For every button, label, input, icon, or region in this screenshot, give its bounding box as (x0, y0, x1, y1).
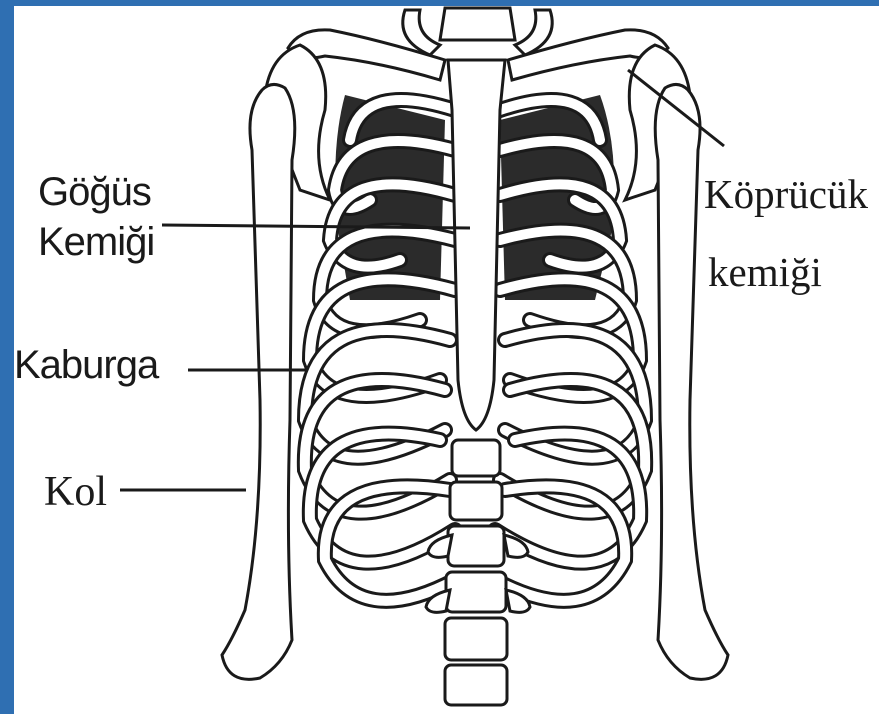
label-rib: Kaburga (14, 345, 158, 385)
label-clavicle-line1: Köprücük (704, 174, 868, 215)
sternum (448, 60, 505, 430)
label-sternum-line2: Kemiği (38, 222, 154, 262)
label-clavicle-line2: kemiği (708, 252, 822, 293)
neck-vertebra (440, 8, 515, 40)
label-arm: Kol (44, 471, 107, 513)
label-sternum-line1: Göğüs (38, 172, 151, 212)
humerus-left (222, 84, 295, 679)
